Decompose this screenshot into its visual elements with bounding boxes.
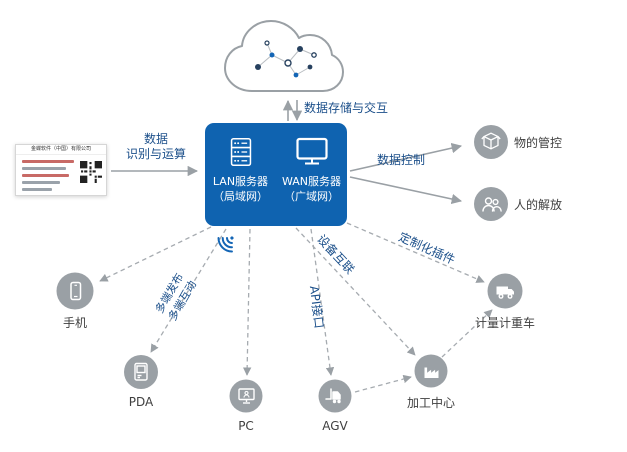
device-label-phone: 手机 xyxy=(62,316,87,330)
ticket-line xyxy=(22,167,66,170)
lan-server-block: LAN服务器 （局域网） xyxy=(205,123,276,226)
server-rack-icon xyxy=(230,138,251,166)
label-data-recognition-line1: 数据 xyxy=(143,132,169,146)
solid-arrows xyxy=(111,99,463,205)
link-hub-agv xyxy=(310,228,335,376)
wan-server-title: WAN服务器 xyxy=(281,175,342,188)
label-data-recognition-line2: 识别与运算 xyxy=(125,147,187,161)
goods-circle xyxy=(474,125,508,159)
truck-icon xyxy=(496,286,514,299)
cloud-icon xyxy=(224,20,344,92)
dashed-connectors xyxy=(99,222,493,393)
lan-server-title: LAN服务器 xyxy=(212,175,269,188)
agv-circle xyxy=(318,379,352,413)
link-hub-factory xyxy=(295,227,416,356)
ticket-header: 金蝶软件（中国）有限公司 xyxy=(16,145,106,155)
people-circle xyxy=(474,187,508,221)
pda-circle xyxy=(124,355,158,389)
pc-icon xyxy=(237,387,255,404)
link-hub-phone xyxy=(99,226,212,282)
ticket-line xyxy=(22,160,74,163)
ticket-line xyxy=(22,174,69,177)
device-label-pc: PC xyxy=(238,419,254,433)
link-factory-truck xyxy=(441,309,493,358)
people-icon xyxy=(482,197,502,212)
link-hub-truck xyxy=(346,222,485,283)
weighbridge-ticket: 金蝶软件（中国）有限公司 xyxy=(15,144,107,196)
factory-icon xyxy=(424,367,438,378)
lan-server-subtitle: （局域网） xyxy=(213,190,268,203)
arrow-hub-to-goods xyxy=(349,142,463,172)
label-data-storage: 数据存储与交互 xyxy=(304,101,389,115)
pc-circle xyxy=(229,379,263,413)
wifi-icon xyxy=(217,236,234,253)
device-label-truck: 计量计重车 xyxy=(474,316,535,330)
monitor-icon xyxy=(295,137,328,165)
qr-code-icon xyxy=(80,161,102,183)
circuit-nodes-icon xyxy=(255,40,317,78)
link-hub-pc xyxy=(242,228,252,376)
device-label-agv: AGV xyxy=(322,419,348,433)
label-data-recognition: 数据 识别与运算 xyxy=(126,132,186,162)
ticket-line xyxy=(22,188,52,191)
arrow-hub-to-people xyxy=(349,176,463,205)
device-label-pda: PDA xyxy=(128,395,154,409)
phone-circle xyxy=(56,272,94,310)
package-icon xyxy=(481,132,501,150)
link-agv-factory xyxy=(354,374,412,393)
ticket-text-lines xyxy=(22,160,74,191)
server-hub: LAN服务器 （局域网） WAN服务器 （广域网） xyxy=(205,123,347,226)
pda-icon xyxy=(134,362,148,381)
phone-icon xyxy=(69,281,81,300)
forklift-icon xyxy=(324,387,341,403)
label-data-control: 数据控制 xyxy=(377,153,426,167)
wan-server-block: WAN服务器 （广域网） xyxy=(276,123,347,226)
ticket-line xyxy=(22,181,60,184)
device-label-factory: 加工中心 xyxy=(406,396,455,410)
goods-label: 物的管控 xyxy=(514,136,563,150)
factory-circle xyxy=(414,354,448,388)
truck-circle xyxy=(487,273,523,309)
link-hub-pda xyxy=(150,228,227,353)
wan-server-subtitle: （广域网） xyxy=(284,190,339,203)
people-label: 人的解放 xyxy=(514,198,563,212)
